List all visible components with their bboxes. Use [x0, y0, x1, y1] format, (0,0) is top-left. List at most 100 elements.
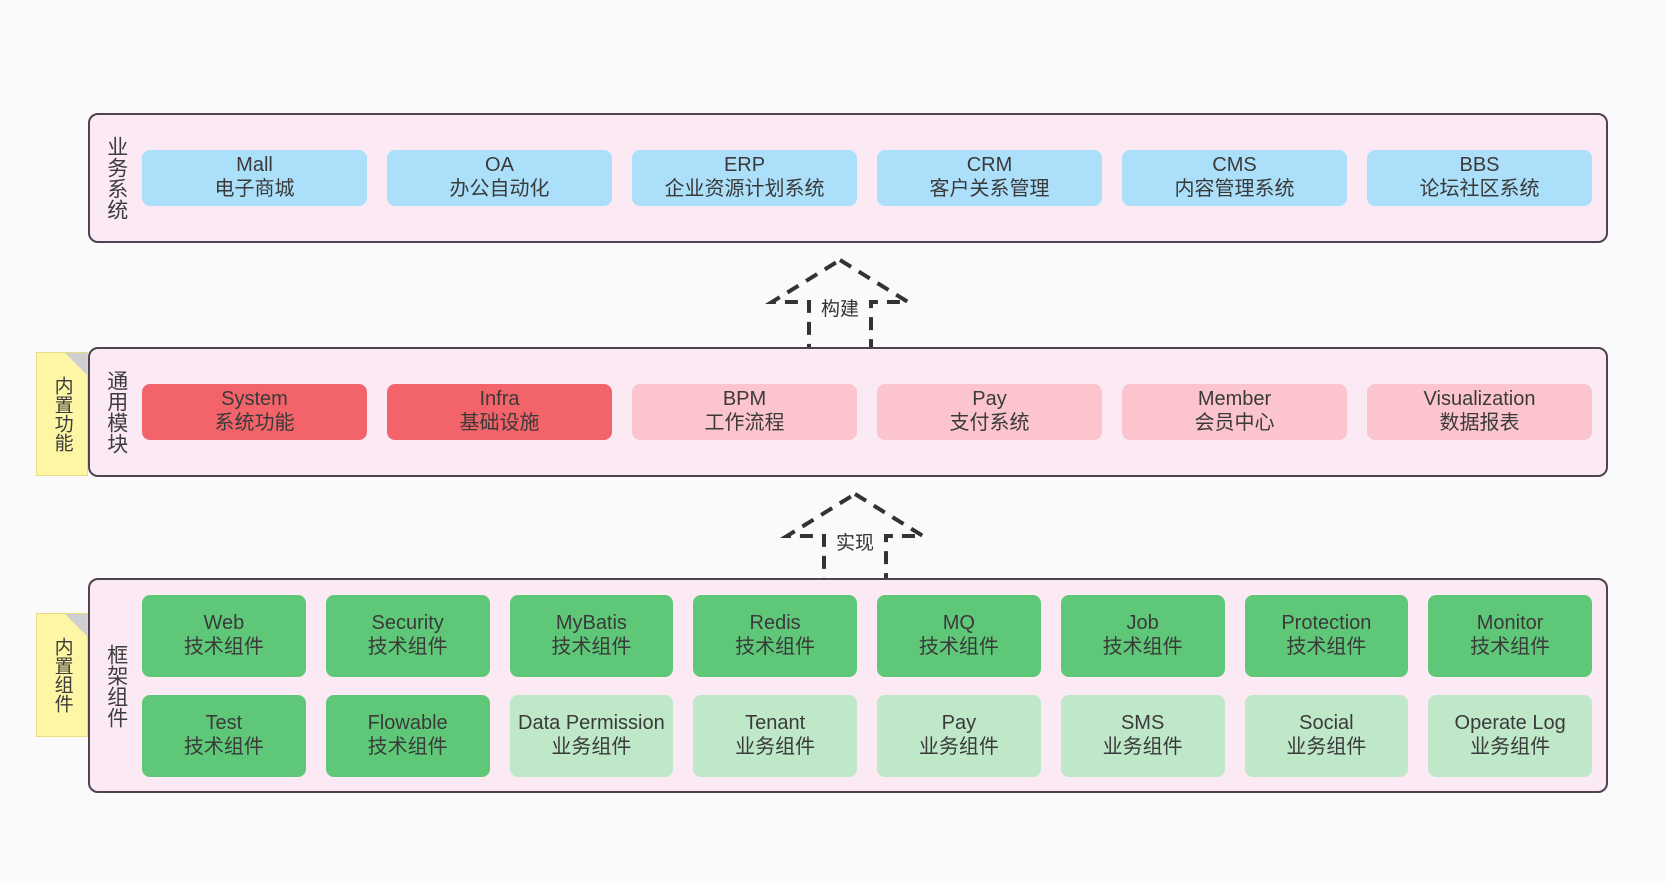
node-subtitle: 技术组件 [735, 635, 816, 658]
node-subtitle: 技术组件 [551, 635, 632, 658]
node-title: Pay [972, 388, 1007, 411]
node-pay-module[interactable]: Pay 支付系统 [877, 384, 1102, 440]
node-title: Mall [236, 154, 273, 177]
node-title: CRM [966, 154, 1013, 177]
connector-build-label: 构建 [820, 299, 860, 320]
node-title: Pay [941, 711, 977, 734]
node-title: ERP [723, 154, 766, 177]
node-title: Test [205, 711, 243, 734]
node-oa[interactable]: OA 办公自动化 [387, 150, 612, 206]
node-subtitle: 业务组件 [1102, 735, 1183, 758]
node-erp[interactable]: ERP 企业资源计划系统 [632, 150, 857, 206]
node-subtitle: 业务组件 [1470, 735, 1551, 758]
node-title: Redis [749, 611, 801, 634]
node-mybatis[interactable]: MyBatis 技术组件 [509, 594, 674, 677]
node-subtitle: 电子商城 [214, 178, 295, 200]
node-subtitle: 技术组件 [183, 635, 264, 658]
node-subtitle: 基础设施 [459, 412, 540, 434]
node-subtitle: 企业资源计划系统 [664, 178, 825, 200]
node-operate-log[interactable]: Operate Log 业务组件 [1428, 694, 1592, 777]
node-tenant[interactable]: Tenant 业务组件 [693, 694, 857, 777]
node-job[interactable]: Job 技术组件 [1060, 594, 1225, 677]
node-mq[interactable]: MQ 技术组件 [877, 594, 1041, 677]
layer-module-label: 通用模块 [104, 370, 128, 454]
node-subtitle: 业务组件 [918, 735, 999, 758]
layer-business-body: Mall 电子商城 OA 办公自动化 ERP 企业资源计划系统 CRM 客户关系… [142, 115, 1606, 241]
layer-module-body: System 系统功能 Infra 基础设施 BPM 工作流程 Pay 支付系统… [142, 349, 1606, 475]
node-subtitle: 办公自动化 [449, 178, 550, 200]
node-subtitle: 业务组件 [1286, 735, 1367, 758]
node-security[interactable]: Security 技术组件 [325, 594, 490, 677]
node-subtitle: 业务组件 [551, 735, 632, 758]
node-data-permission[interactable]: Data Permission 业务组件 [509, 694, 674, 777]
node-title: MQ [942, 611, 975, 634]
layer-business-label: 业务系统 [104, 136, 128, 220]
node-subtitle: 客户关系管理 [929, 178, 1050, 200]
node-bbs[interactable]: BBS 论坛社区系统 [1367, 150, 1592, 206]
node-title: Tenant [745, 711, 806, 734]
layer-framework-components: 框架组件 Web 技术组件 Security 技术组件 MyBatis 技术组件… [88, 578, 1608, 793]
node-title: MyBatis [555, 611, 627, 634]
note-label: 内置组件 [51, 637, 73, 713]
node-title: Operate Log [1454, 711, 1566, 734]
node-protection[interactable]: Protection 技术组件 [1244, 594, 1409, 677]
layer-framework-label: 框架组件 [104, 643, 128, 728]
layer-common-modules: 通用模块 System 系统功能 Infra 基础设施 BPM 工作流程 Pay… [88, 347, 1608, 477]
node-visualization[interactable]: Visualization 数据报表 [1367, 384, 1592, 440]
node-title: SMS [1120, 711, 1165, 734]
node-system[interactable]: System 系统功能 [142, 384, 367, 440]
node-subtitle: 工作流程 [704, 412, 785, 434]
framework-tech-row: Web 技术组件 Security 技术组件 MyBatis 技术组件 Redi… [142, 594, 1592, 677]
node-web[interactable]: Web 技术组件 [142, 594, 306, 677]
node-title: BPM [722, 388, 767, 411]
module-node-row: System 系统功能 Infra 基础设施 BPM 工作流程 Pay 支付系统… [142, 384, 1592, 440]
node-title: OA [485, 154, 514, 177]
node-title: Visualization [1423, 388, 1536, 411]
node-mall[interactable]: Mall 电子商城 [142, 150, 367, 206]
node-title: Web [203, 611, 245, 634]
node-subtitle: 技术组件 [1286, 635, 1367, 658]
node-cms[interactable]: CMS 内容管理系统 [1122, 150, 1347, 206]
note-builtin-components: 内置组件 [36, 613, 88, 737]
node-title: Data Permission [518, 711, 665, 734]
note-fold-icon [65, 353, 87, 375]
node-sms[interactable]: SMS 业务组件 [1060, 694, 1225, 777]
node-monitor[interactable]: Monitor 技术组件 [1428, 594, 1592, 677]
node-subtitle: 系统功能 [214, 412, 295, 434]
node-subtitle: 技术组件 [1102, 635, 1183, 658]
node-title: Infra [479, 388, 520, 411]
node-test[interactable]: Test 技术组件 [142, 694, 306, 777]
node-subtitle: 数据报表 [1439, 412, 1520, 434]
node-title: Security [371, 611, 444, 634]
node-title: Member [1197, 388, 1272, 411]
node-bpm[interactable]: BPM 工作流程 [632, 384, 857, 440]
connector-implement-label: 实现 [835, 533, 875, 554]
connector-build: 构建 [764, 256, 916, 354]
node-subtitle: 论坛社区系统 [1419, 178, 1540, 200]
node-title: System [221, 388, 288, 411]
node-title: Job [1126, 611, 1159, 634]
node-title: CMS [1212, 154, 1257, 177]
node-subtitle: 支付系统 [949, 412, 1030, 434]
framework-business-row: Test 技术组件 Flowable 技术组件 Data Permission … [142, 694, 1592, 777]
node-pay-component[interactable]: Pay 业务组件 [877, 694, 1041, 777]
node-infra[interactable]: Infra 基础设施 [387, 384, 612, 440]
node-flowable[interactable]: Flowable 技术组件 [325, 694, 490, 777]
node-member[interactable]: Member 会员中心 [1122, 384, 1347, 440]
node-title: Protection [1281, 611, 1372, 634]
node-subtitle: 技术组件 [918, 635, 999, 658]
note-fold-icon [65, 614, 87, 636]
node-crm[interactable]: CRM 客户关系管理 [877, 150, 1102, 206]
node-social[interactable]: Social 业务组件 [1244, 694, 1409, 777]
node-title: Social [1299, 711, 1354, 734]
node-subtitle: 技术组件 [367, 635, 448, 658]
node-subtitle: 会员中心 [1194, 412, 1275, 434]
note-label: 内置功能 [51, 376, 73, 452]
node-title: BBS [1459, 154, 1500, 177]
note-builtin-features: 内置功能 [36, 352, 88, 476]
node-title: Flowable [367, 711, 448, 734]
connector-implement: 实现 [779, 490, 931, 588]
node-title: Monitor [1476, 611, 1544, 634]
node-redis[interactable]: Redis 技术组件 [693, 594, 857, 677]
